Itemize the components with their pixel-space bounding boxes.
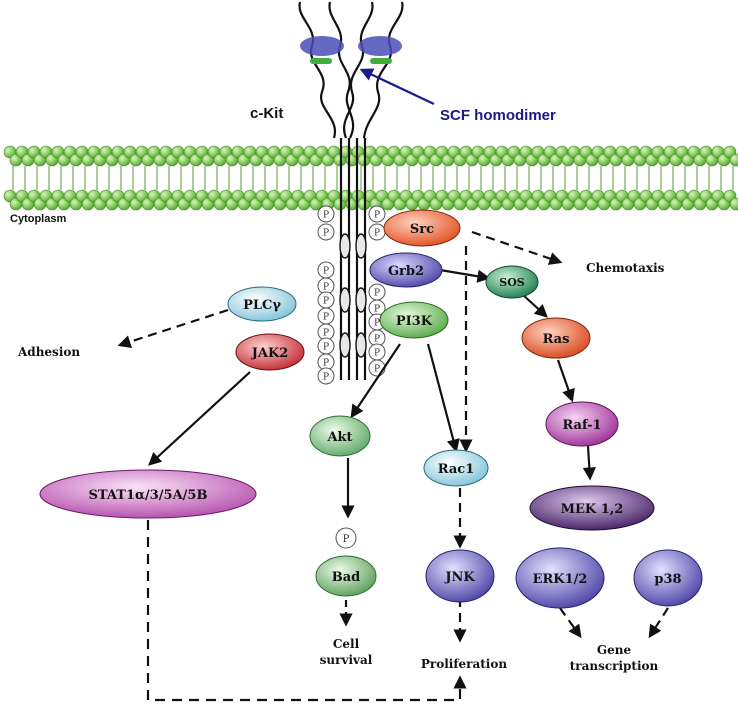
ligand-label: SCF homodimer: [440, 107, 556, 124]
arrow-plcy-adhesion: [117, 308, 229, 349]
receptor-chain-left-2: [328, 1, 355, 139]
receptor-chain-right-2: [362, 1, 404, 139]
phospho-label: P: [374, 319, 380, 329]
node-jak2-label: JAK2: [251, 346, 289, 361]
node-ras: Ras: [521, 317, 591, 359]
phospho-label: P: [323, 359, 329, 369]
node-pi3k-label: PI3K: [396, 314, 433, 329]
phospho-label: P: [374, 335, 380, 345]
node-grb2-label: Grb2: [388, 264, 424, 279]
node-jak2: JAK2: [235, 333, 305, 371]
outcome-gene-transcription-2: transcription: [570, 659, 659, 673]
phospho-label: P: [323, 373, 329, 383]
node-rac1-label: Rac1: [438, 462, 475, 477]
cytoplasm-label: Cytoplasm: [10, 213, 66, 225]
arrow-p38-gene: [648, 607, 669, 639]
node-rac1: Rac1: [423, 449, 489, 487]
arrow-grb2-sos: [439, 268, 491, 283]
node-raf1-label: Raf-1: [562, 418, 601, 433]
outcome-cell-survival-2: survival: [320, 653, 373, 667]
arrow-erk-gene: [559, 607, 582, 639]
phospho-label: P: [374, 365, 380, 375]
node-akt-label: Akt: [326, 430, 352, 445]
arrow-pi3k-akt: [350, 343, 401, 419]
node-stat: STAT1α/3/5A/5B: [39, 469, 257, 519]
membrane-inner-heads: [3, 189, 738, 211]
phospho-label: P: [323, 267, 329, 277]
phospho-label: P: [323, 211, 329, 221]
bad-phospho-label: P: [343, 534, 350, 545]
node-sos: SOS: [485, 265, 539, 299]
node-jnk: JNK: [425, 549, 495, 603]
arrow-sos-ras: [521, 293, 548, 318]
lipid-head: [729, 153, 738, 167]
phospho-circle: [368, 205, 386, 223]
node-akt: Akt: [309, 415, 371, 457]
phospho-label: P: [323, 329, 329, 339]
arrow-ligand: [359, 68, 435, 105]
outcome-gene-transcription-1: Gene: [597, 643, 632, 657]
node-bad-phospho: P: [335, 527, 357, 549]
node-jnk-label: JNK: [444, 570, 475, 585]
arrow-stat-proliferation: [146, 520, 467, 702]
arrow-src-chemotaxis: [471, 230, 563, 265]
outcome-cell-survival-1: Cell: [333, 637, 360, 651]
phospho-label: P: [323, 229, 329, 239]
receptor-chain-right: [343, 1, 374, 139]
outcome-chemotaxis: Chemotaxis: [586, 261, 665, 275]
node-src: Src: [383, 209, 461, 247]
receptor-label: c-Kit: [250, 105, 283, 122]
node-mek-label: MEK 1,2: [561, 502, 624, 517]
kinase-domain-ovals: [339, 233, 367, 358]
phospho-circle: [317, 223, 335, 241]
node-plcy: PLCγ: [227, 286, 297, 322]
membrane-outer-heads: [3, 145, 738, 167]
phospho-label: P: [374, 211, 380, 221]
node-pi3k: PI3K: [379, 301, 449, 339]
scf-homodimer-glyph: [300, 36, 402, 64]
phospho-label: P: [374, 229, 380, 239]
phospho-label: P: [374, 305, 380, 315]
node-raf1: Raf-1: [545, 401, 619, 447]
node-src-label: Src: [410, 222, 434, 237]
phospho-label: P: [323, 283, 329, 293]
node-ras-label: Ras: [543, 332, 570, 347]
phospho-label: P: [323, 297, 329, 307]
node-plcy-label: PLCγ: [243, 298, 281, 313]
membrane-lipid-tails: [12, 166, 734, 190]
arrow-raf-mek: [582, 445, 596, 481]
phospho-circle: [317, 205, 335, 223]
arrow-jak2-stat: [148, 371, 251, 466]
arrow-pi3k-rac1: [426, 343, 460, 453]
node-stat-label: STAT1α/3/5A/5B: [89, 488, 208, 503]
phospho-label: P: [323, 343, 329, 353]
node-sos-label: SOS: [499, 276, 525, 289]
node-grb2: Grb2: [369, 252, 443, 288]
phospho-circle: [317, 367, 335, 385]
node-p38: p38: [633, 549, 703, 607]
cell-membrane: [3, 145, 738, 211]
phospho-label: P: [374, 349, 380, 359]
outcome-proliferation: Proliferation: [421, 657, 507, 671]
node-erk: ERK1/2: [515, 547, 605, 609]
node-bad: Bad: [315, 555, 377, 597]
phospho-label: P: [323, 313, 329, 323]
lipid-head: [729, 197, 738, 211]
outcome-adhesion: Adhesion: [17, 345, 80, 359]
phospho-label: P: [374, 289, 380, 299]
arrow-ras-raf: [556, 359, 575, 403]
node-p38-label: p38: [654, 572, 681, 587]
signaling-arrows: [117, 68, 669, 702]
node-mek: MEK 1,2: [529, 485, 655, 531]
receptor-chain-left: [298, 1, 337, 139]
node-erk-label: ERK1/2: [533, 572, 588, 587]
node-bad-label: Bad: [332, 570, 361, 585]
